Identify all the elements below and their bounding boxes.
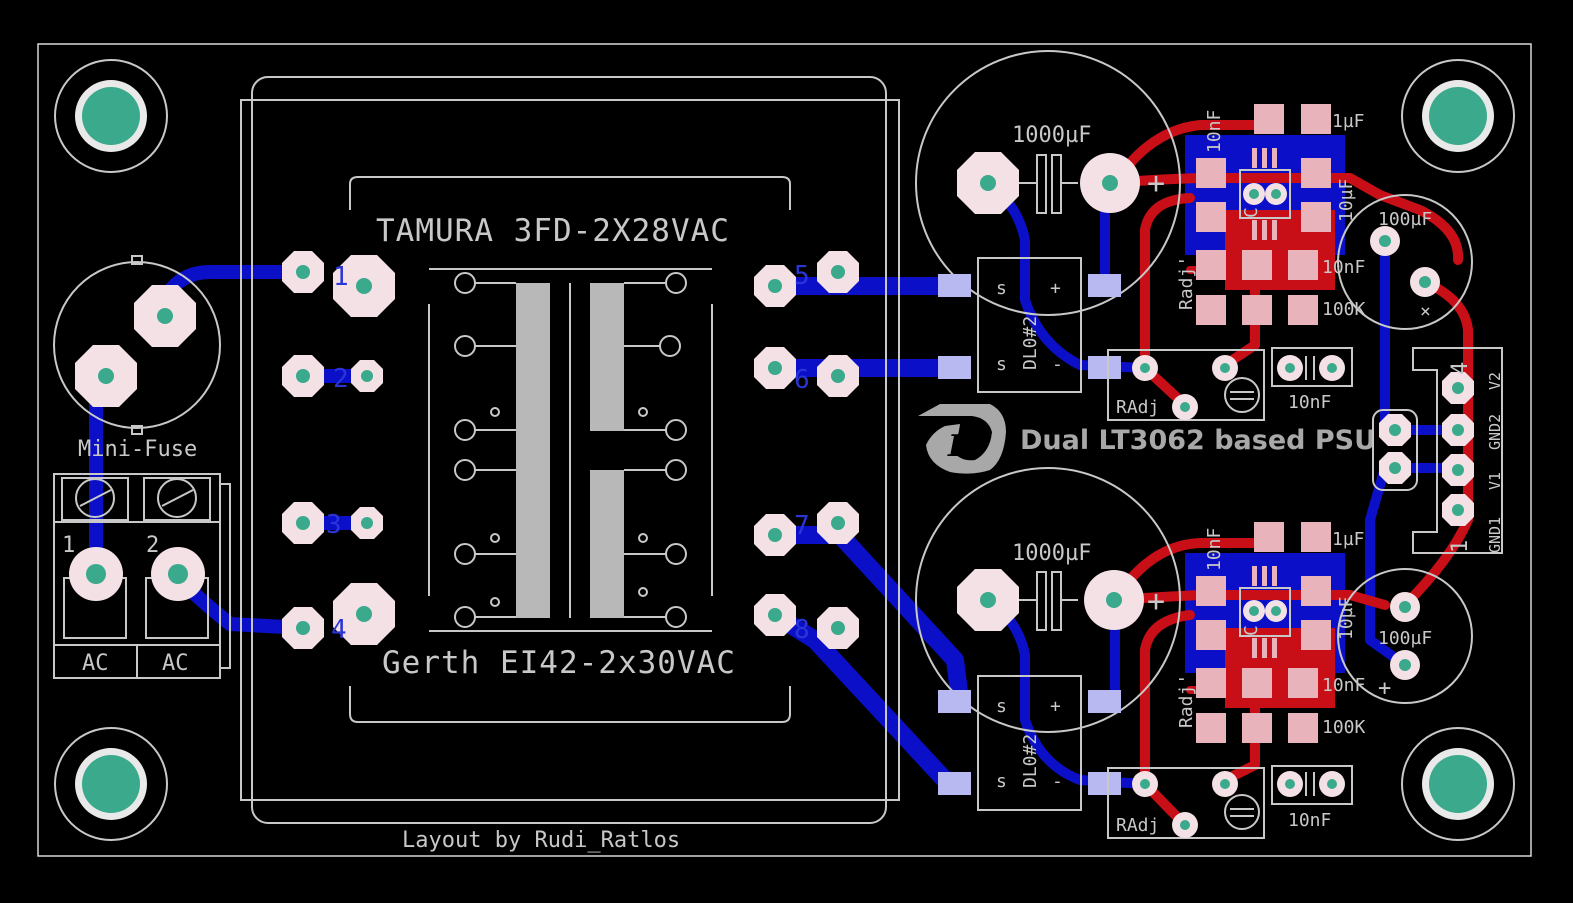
layout-credit: Layout by Rudi_Ratlos (402, 828, 680, 853)
output-header[interactable]: 4 1 V2 GND2 V1 GND1 (1412, 347, 1504, 554)
header-label-gnd1: GND1 (1486, 517, 1504, 553)
terminal-pin-1: 1 (62, 533, 75, 558)
terminal-label-ac-left: AC (82, 651, 109, 676)
upper-res-100k: 100K (1322, 299, 1366, 320)
board-title: Dual LT3062 based PSU (1020, 425, 1376, 456)
transformer-label-top: TAMURA 3FD-2X28VAC (376, 213, 730, 249)
header-label-v1: V1 (1486, 472, 1504, 490)
svg-text:+: + (1050, 696, 1061, 717)
upper-bulk-capacitor-value: 1000µF (1012, 123, 1091, 148)
upper-cap-c: C (1241, 207, 1262, 218)
lower-cap-10uf: 10µF (1336, 597, 1357, 640)
lower-output-capacitor-mark: + (1378, 676, 1391, 701)
jumper[interactable] (1372, 409, 1418, 491)
upper-res-radj-small: Radj' (1176, 256, 1197, 310)
upper-cap-10nf-b: 10nF (1322, 257, 1365, 278)
lower-cap-1uf: 1µF (1332, 529, 1365, 550)
upper-cap-1uf: 1µF (1332, 111, 1365, 132)
lower-bridge-rectifier (977, 675, 1082, 811)
transformer-pin-5: 5 (794, 261, 810, 291)
designer-logo: R Dual LT3062 based PSU (918, 404, 1376, 474)
terminal-label-ac-right: AC (162, 651, 189, 676)
terminal-pin-2: 2 (146, 533, 159, 558)
svg-text:R: R (947, 429, 973, 464)
lower-output-capacitor (1337, 568, 1473, 704)
upper-output-capacitor (1337, 194, 1473, 330)
svg-text:s: s (996, 696, 1007, 717)
transformer-pin-3: 3 (326, 510, 342, 540)
upper-bridge-rectifier (977, 257, 1082, 393)
transformer[interactable]: TAMURA 3FD-2X28VAC Gerth EI42-2x30VAC 1 … (240, 76, 900, 824)
mounting-hole-top-right (1401, 59, 1515, 173)
svg-text:+: + (1050, 278, 1061, 299)
mounting-hole-bottom-right (1401, 727, 1515, 841)
header-pin-top: 4 (1448, 362, 1473, 375)
lower-cap-10nf-c: 10nF (1288, 810, 1331, 831)
lower-cap-c: C (1241, 625, 1262, 636)
mounting-hole-top-left (54, 59, 168, 173)
lower-output-capacitor-value: 100µF (1378, 628, 1432, 649)
svg-text:-: - (1052, 354, 1063, 375)
lower-bulk-capacitor-outline (915, 467, 1181, 733)
upper-output-capacitor-mark: × (1420, 301, 1431, 322)
transformer-pin-8: 8 (794, 615, 810, 645)
upper-cap-10uf: 10µF (1336, 179, 1357, 222)
lower-cap-10nf-a: 10nF (1204, 528, 1225, 571)
fuse-holder: Mini-Fuse (53, 255, 221, 462)
header-label-gnd2: GND2 (1486, 414, 1504, 450)
upper-bridge-name: DL0#2 (1020, 316, 1041, 370)
transformer-pin-7: 7 (794, 511, 810, 541)
ac-terminal-block[interactable]: 1 2 AC AC (53, 473, 231, 679)
upper-pot-radj[interactable] (1107, 349, 1265, 421)
lower-regulator-section: 1000µF + s + s - DL0#2 (915, 467, 1473, 839)
lower-bulk-capacitor-plus: + (1147, 584, 1165, 619)
svg-text:-: - (1052, 771, 1063, 792)
transformer-pin-2: 2 (333, 364, 349, 394)
lower-bulk-capacitor-value: 1000µF (1012, 541, 1091, 566)
upper-output-capacitor-value: 100µF (1378, 209, 1432, 230)
svg-text:s: s (996, 278, 1007, 299)
lower-pot-label: RAdj (1116, 815, 1159, 836)
upper-cap-10nf-c: 10nF (1288, 392, 1331, 413)
header-label-v2: V2 (1486, 372, 1504, 390)
transformer-label-bottom: Gerth EI42-2x30VAC (382, 645, 736, 681)
transformer-pin-4: 4 (331, 615, 347, 645)
lower-res-radj-small: Radj' (1176, 674, 1197, 728)
mounting-hole-bottom-left (54, 727, 168, 841)
upper-cap-10nf-a: 10nF (1204, 110, 1225, 153)
svg-text:s: s (996, 771, 1007, 792)
svg-text:s: s (996, 354, 1007, 375)
lower-pot-radj[interactable] (1107, 767, 1265, 839)
transformer-pin-1: 1 (333, 262, 349, 292)
upper-bulk-capacitor-plus: + (1147, 166, 1165, 201)
header-pin-bottom: 1 (1448, 540, 1473, 553)
lower-res-100k: 100K (1322, 717, 1366, 738)
board-outline (37, 43, 1532, 857)
upper-pot-label: RAdj (1116, 397, 1159, 418)
upper-regulator-section: 1000µF + s + s - DL0#2 (915, 50, 1473, 421)
fuse-label: Mini-Fuse (78, 437, 197, 462)
upper-bulk-capacitor-outline (915, 50, 1181, 316)
transformer-pin-6: 6 (794, 365, 810, 395)
lower-bridge-name: DL0#2 (1020, 734, 1041, 788)
